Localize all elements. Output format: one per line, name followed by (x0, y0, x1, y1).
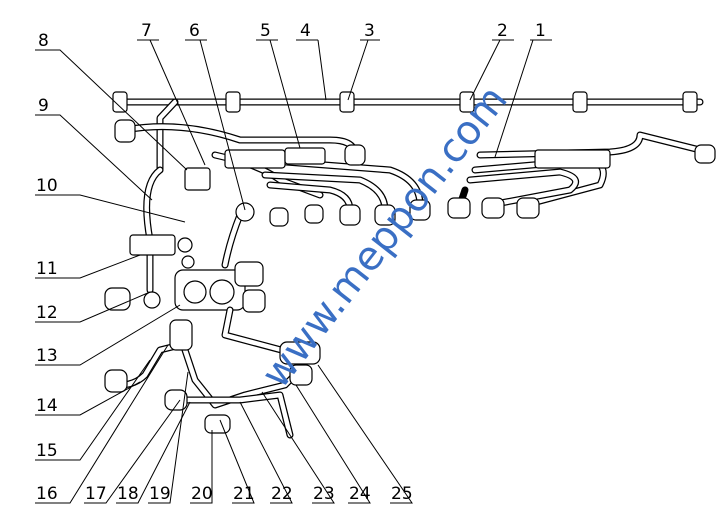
watermark: www.meppon.com (253, 77, 517, 397)
part-number-labels: 1 2 3 4 5 6 7 8 9 10 11 12 13 14 15 16 1… (36, 21, 546, 504)
label-6: 6 (189, 21, 200, 41)
right-injector-lines (447, 131, 716, 219)
label-19: 19 (149, 484, 171, 504)
banjo-fitting (112, 91, 128, 113)
label-2: 2 (497, 21, 508, 41)
lower-fuel-lines (104, 306, 321, 439)
label-1: 1 (535, 21, 546, 41)
label-12: 12 (36, 303, 58, 323)
label-17: 17 (85, 484, 107, 504)
label-9: 9 (38, 96, 49, 116)
label-18: 18 (117, 484, 139, 504)
banjo-fitting (339, 91, 355, 113)
banjo-fitting (572, 91, 588, 113)
label-10: 10 (36, 176, 58, 196)
label-21: 21 (233, 484, 255, 504)
label-20: 20 (191, 484, 213, 504)
label-7: 7 (141, 21, 152, 41)
fuel-pump-assembly (104, 166, 266, 313)
banjo-fitting (459, 91, 475, 113)
label-15: 15 (36, 441, 58, 461)
banjo-fitting (225, 91, 241, 113)
label-3: 3 (364, 21, 375, 41)
label-4: 4 (300, 21, 311, 41)
left-injector-lines (114, 119, 431, 227)
banjo-fitting (682, 91, 698, 113)
leader-lines (35, 39, 552, 504)
label-25: 25 (391, 484, 413, 504)
label-13: 13 (36, 346, 58, 366)
label-11: 11 (36, 259, 58, 279)
label-23: 23 (313, 484, 335, 504)
label-14: 14 (36, 396, 58, 416)
label-22: 22 (271, 484, 293, 504)
label-16: 16 (36, 484, 58, 504)
label-24: 24 (349, 484, 371, 504)
label-5: 5 (260, 21, 271, 41)
label-8: 8 (38, 31, 49, 51)
